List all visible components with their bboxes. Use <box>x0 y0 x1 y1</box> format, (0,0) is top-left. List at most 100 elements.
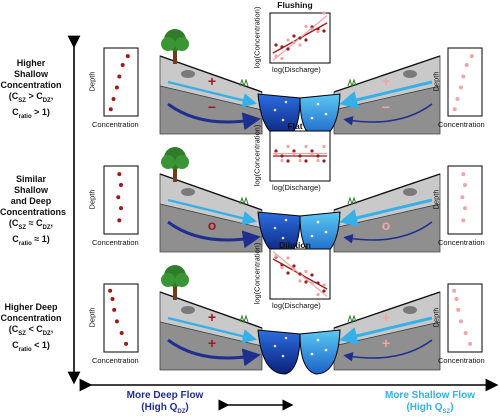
cq-point-dark <box>274 149 278 153</box>
shallow-flow-sub: SZ <box>442 409 451 415</box>
tree-crown <box>175 37 189 51</box>
row-label-higher-shallow: Higher Shallow Concentration (CSZ > CDZ,… <box>0 58 62 123</box>
deep-flow-arrow-left <box>167 220 261 249</box>
deep-flow-arrow-right <box>343 339 433 362</box>
cond-sub: DZ <box>42 97 51 104</box>
profile-point <box>463 183 467 188</box>
stream-point <box>273 344 277 348</box>
cq-point-light <box>298 43 302 47</box>
depth-axis-label: Depth <box>431 189 441 210</box>
tree-crown <box>161 155 175 169</box>
profile-point <box>111 97 116 101</box>
profile-point <box>469 54 474 59</box>
shallow-flow-arrow-left <box>167 198 257 226</box>
cq-point-dark <box>310 273 314 277</box>
ratio-sub: ratio <box>18 240 32 247</box>
rock <box>403 188 417 196</box>
ratio-sub: ratio <box>18 113 32 120</box>
tree-crown <box>161 37 175 51</box>
profile-point <box>458 85 463 90</box>
row-label-higher-deep: Higher Deep Concentration (CSZ < CDZ, Cr… <box>0 302 62 356</box>
stream-point <box>324 230 328 234</box>
deep-flow-q: (High Q <box>141 402 178 413</box>
left-deep-marker: − <box>208 99 216 115</box>
cq-point-dark <box>298 36 302 40</box>
left-shallow-marker: + <box>208 73 216 89</box>
row-label-similar: Similar Shallow and Deep Concentrations … <box>0 174 66 250</box>
profile-point <box>117 218 122 223</box>
depth-profile-left-box <box>103 165 139 235</box>
cq-point-light <box>286 256 290 260</box>
row-title-line: and Deep <box>10 196 52 206</box>
tree-trunk <box>173 46 177 64</box>
cq-point-light <box>322 283 326 287</box>
stream-point <box>281 354 285 358</box>
profile-point <box>456 307 461 312</box>
ratio-text: C <box>12 339 19 350</box>
row-title-line: Similar Shallow <box>13 174 48 195</box>
rock <box>181 306 195 314</box>
profile-point <box>108 107 113 112</box>
ratio-sub: ratio <box>18 346 32 353</box>
grass-tuft <box>239 314 249 324</box>
right-shallow-marker: + <box>382 309 390 325</box>
cq-point-light <box>310 27 314 31</box>
right-deep-marker: + <box>382 335 390 351</box>
cq-point-light <box>280 158 284 163</box>
right-shallow-marker: + <box>382 73 390 89</box>
ratio-text: C <box>12 106 19 117</box>
cq-point-light <box>304 269 308 274</box>
depth-axis-label: Depth <box>431 71 441 92</box>
ratio-text: C <box>12 233 19 244</box>
deep-flow-end: ) <box>185 402 189 413</box>
row-title-line: Higher Shallow <box>13 58 48 79</box>
profile-point <box>112 307 117 312</box>
cq-point-light <box>274 254 278 258</box>
profile-point <box>119 330 124 335</box>
profile-point <box>458 319 463 324</box>
shallow-flow-q: (High Q <box>406 402 443 413</box>
profile-point <box>461 74 466 79</box>
concentration-axis-label: Concentration <box>92 120 139 129</box>
cq-point-light <box>292 151 296 156</box>
cond-text: (C <box>8 324 19 334</box>
rock <box>181 188 195 196</box>
stream-point <box>316 338 320 342</box>
cq-x-axis-label: log(Discharge) <box>272 183 321 192</box>
cq-point-light <box>286 38 290 42</box>
more-deep-flow-title: More Deep Flow <box>126 390 204 401</box>
cq-point-dark <box>286 159 290 163</box>
stream-point <box>284 336 288 340</box>
deep-flow-arrow-left <box>167 338 261 367</box>
stream-point <box>281 236 285 240</box>
concentration-axis-label: Concentration <box>92 238 139 247</box>
cq-point-dark <box>298 154 302 158</box>
depth-axis-label: Depth <box>87 71 97 92</box>
cq-point-light <box>292 40 296 45</box>
tree-trunk <box>173 164 177 182</box>
cq-point-dark <box>310 149 314 153</box>
concentration-axis-label: Concentration <box>438 238 485 247</box>
deep-flow-sub: DZ <box>177 409 186 415</box>
stream-point <box>316 102 320 106</box>
ratio-text: < 1) <box>31 339 50 350</box>
grass-tuft <box>347 196 357 206</box>
cq-point-light <box>286 144 290 149</box>
cond-sub: SZ <box>18 330 26 337</box>
profile-point <box>124 341 129 346</box>
profile-point <box>461 218 466 223</box>
profile-point <box>117 74 122 79</box>
cq-point-dark <box>292 149 296 153</box>
stream-point <box>284 218 288 222</box>
profile-point <box>460 195 465 200</box>
shallow-flow-arrow-left <box>167 80 257 108</box>
cond-sub: DZ <box>42 224 51 231</box>
profile-point <box>464 63 469 67</box>
cq-point-light <box>316 158 320 163</box>
more-shallow-flow-title: More Shallow Flow <box>384 390 475 401</box>
cond-sub: DZ <box>42 330 51 337</box>
cq-point-dark <box>292 34 296 38</box>
depth-profile-left-box <box>103 47 139 117</box>
cq-point-light <box>298 279 302 283</box>
